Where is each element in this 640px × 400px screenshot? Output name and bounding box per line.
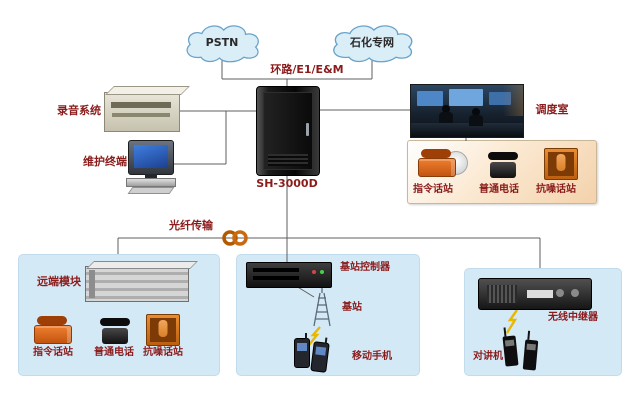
- operator-silhouette: [469, 108, 483, 126]
- cloud-shape: [186, 25, 259, 63]
- repeater-device-icon: [478, 278, 592, 310]
- recording-system-label: 录音系统: [57, 104, 101, 117]
- mobile-phone-icon: [294, 333, 310, 368]
- cloud-shape: [333, 25, 413, 63]
- command-station-label: 指令话站: [33, 347, 73, 358]
- switch-cabinet-icon: [256, 86, 320, 176]
- fiber-transmission-label: 光纤传输: [169, 219, 213, 232]
- ordinary-phone-label: 普通电话: [479, 184, 519, 195]
- operator-silhouette: [439, 105, 453, 123]
- cabinet-vents: [268, 154, 308, 166]
- repeater-label: 无线中继器: [548, 312, 598, 323]
- desk-phone-icon: [488, 152, 518, 178]
- screen-icon: [417, 91, 443, 106]
- bsc-label: 基站控制器: [340, 262, 390, 273]
- trunk-lines: [221, 56, 373, 87]
- bottom-branch-lines: [117, 237, 541, 268]
- command-station-icon: [34, 316, 72, 344]
- remote-module-label: 远端模块: [37, 275, 81, 288]
- cabinet-handle: [306, 123, 309, 136]
- switch-model-label: SH-3000D: [256, 177, 318, 190]
- noise-station-label: 抗噪话站: [536, 184, 576, 195]
- lightning-icon: [308, 309, 518, 346]
- base-station-label: 基站: [342, 302, 362, 313]
- fiber-coil-icon: [222, 230, 248, 246]
- desk-phone-icon: [100, 318, 130, 344]
- command-station-label: 指令话站: [413, 184, 453, 195]
- left-peripheral-lines: [172, 110, 257, 165]
- walkie-talkie-icon: [522, 339, 539, 371]
- command-station-icon: [418, 149, 456, 177]
- bsc-device-icon: [246, 262, 332, 288]
- console-desk: [411, 123, 523, 137]
- recorder-icon: [104, 92, 180, 132]
- system-unit-icon: [126, 178, 176, 187]
- monitor-icon: [128, 140, 174, 179]
- trunk-label: 环路/E1/E&M: [270, 63, 344, 76]
- keyboard-icon: [127, 187, 175, 194]
- noise-station-icon: [146, 314, 180, 346]
- ordinary-phone-label: 普通电话: [94, 347, 134, 358]
- dispatch-room-label: 调度室: [535, 103, 569, 116]
- noise-station-label: 抗噪话站: [143, 347, 183, 358]
- terminal-icon: [126, 140, 178, 194]
- repeater-faceplate: [527, 290, 553, 298]
- maintenance-terminal-label: 维护终端: [83, 155, 127, 168]
- dispatch-room-photo: [410, 84, 524, 138]
- pstn-cloud: PSTN: [180, 20, 264, 64]
- noise-station-icon: [544, 148, 578, 180]
- intercom-label: 对讲机: [473, 351, 503, 362]
- mobile-phone-label: 移动手机: [352, 351, 392, 362]
- petro-network-label: 石化专网: [350, 36, 394, 49]
- remote-rack-icon: [85, 266, 189, 302]
- petro-network-cloud: 石化专网: [326, 20, 418, 64]
- pstn-label: PSTN: [205, 35, 239, 49]
- screen-icon: [489, 92, 511, 105]
- screen-icon: [449, 89, 483, 106]
